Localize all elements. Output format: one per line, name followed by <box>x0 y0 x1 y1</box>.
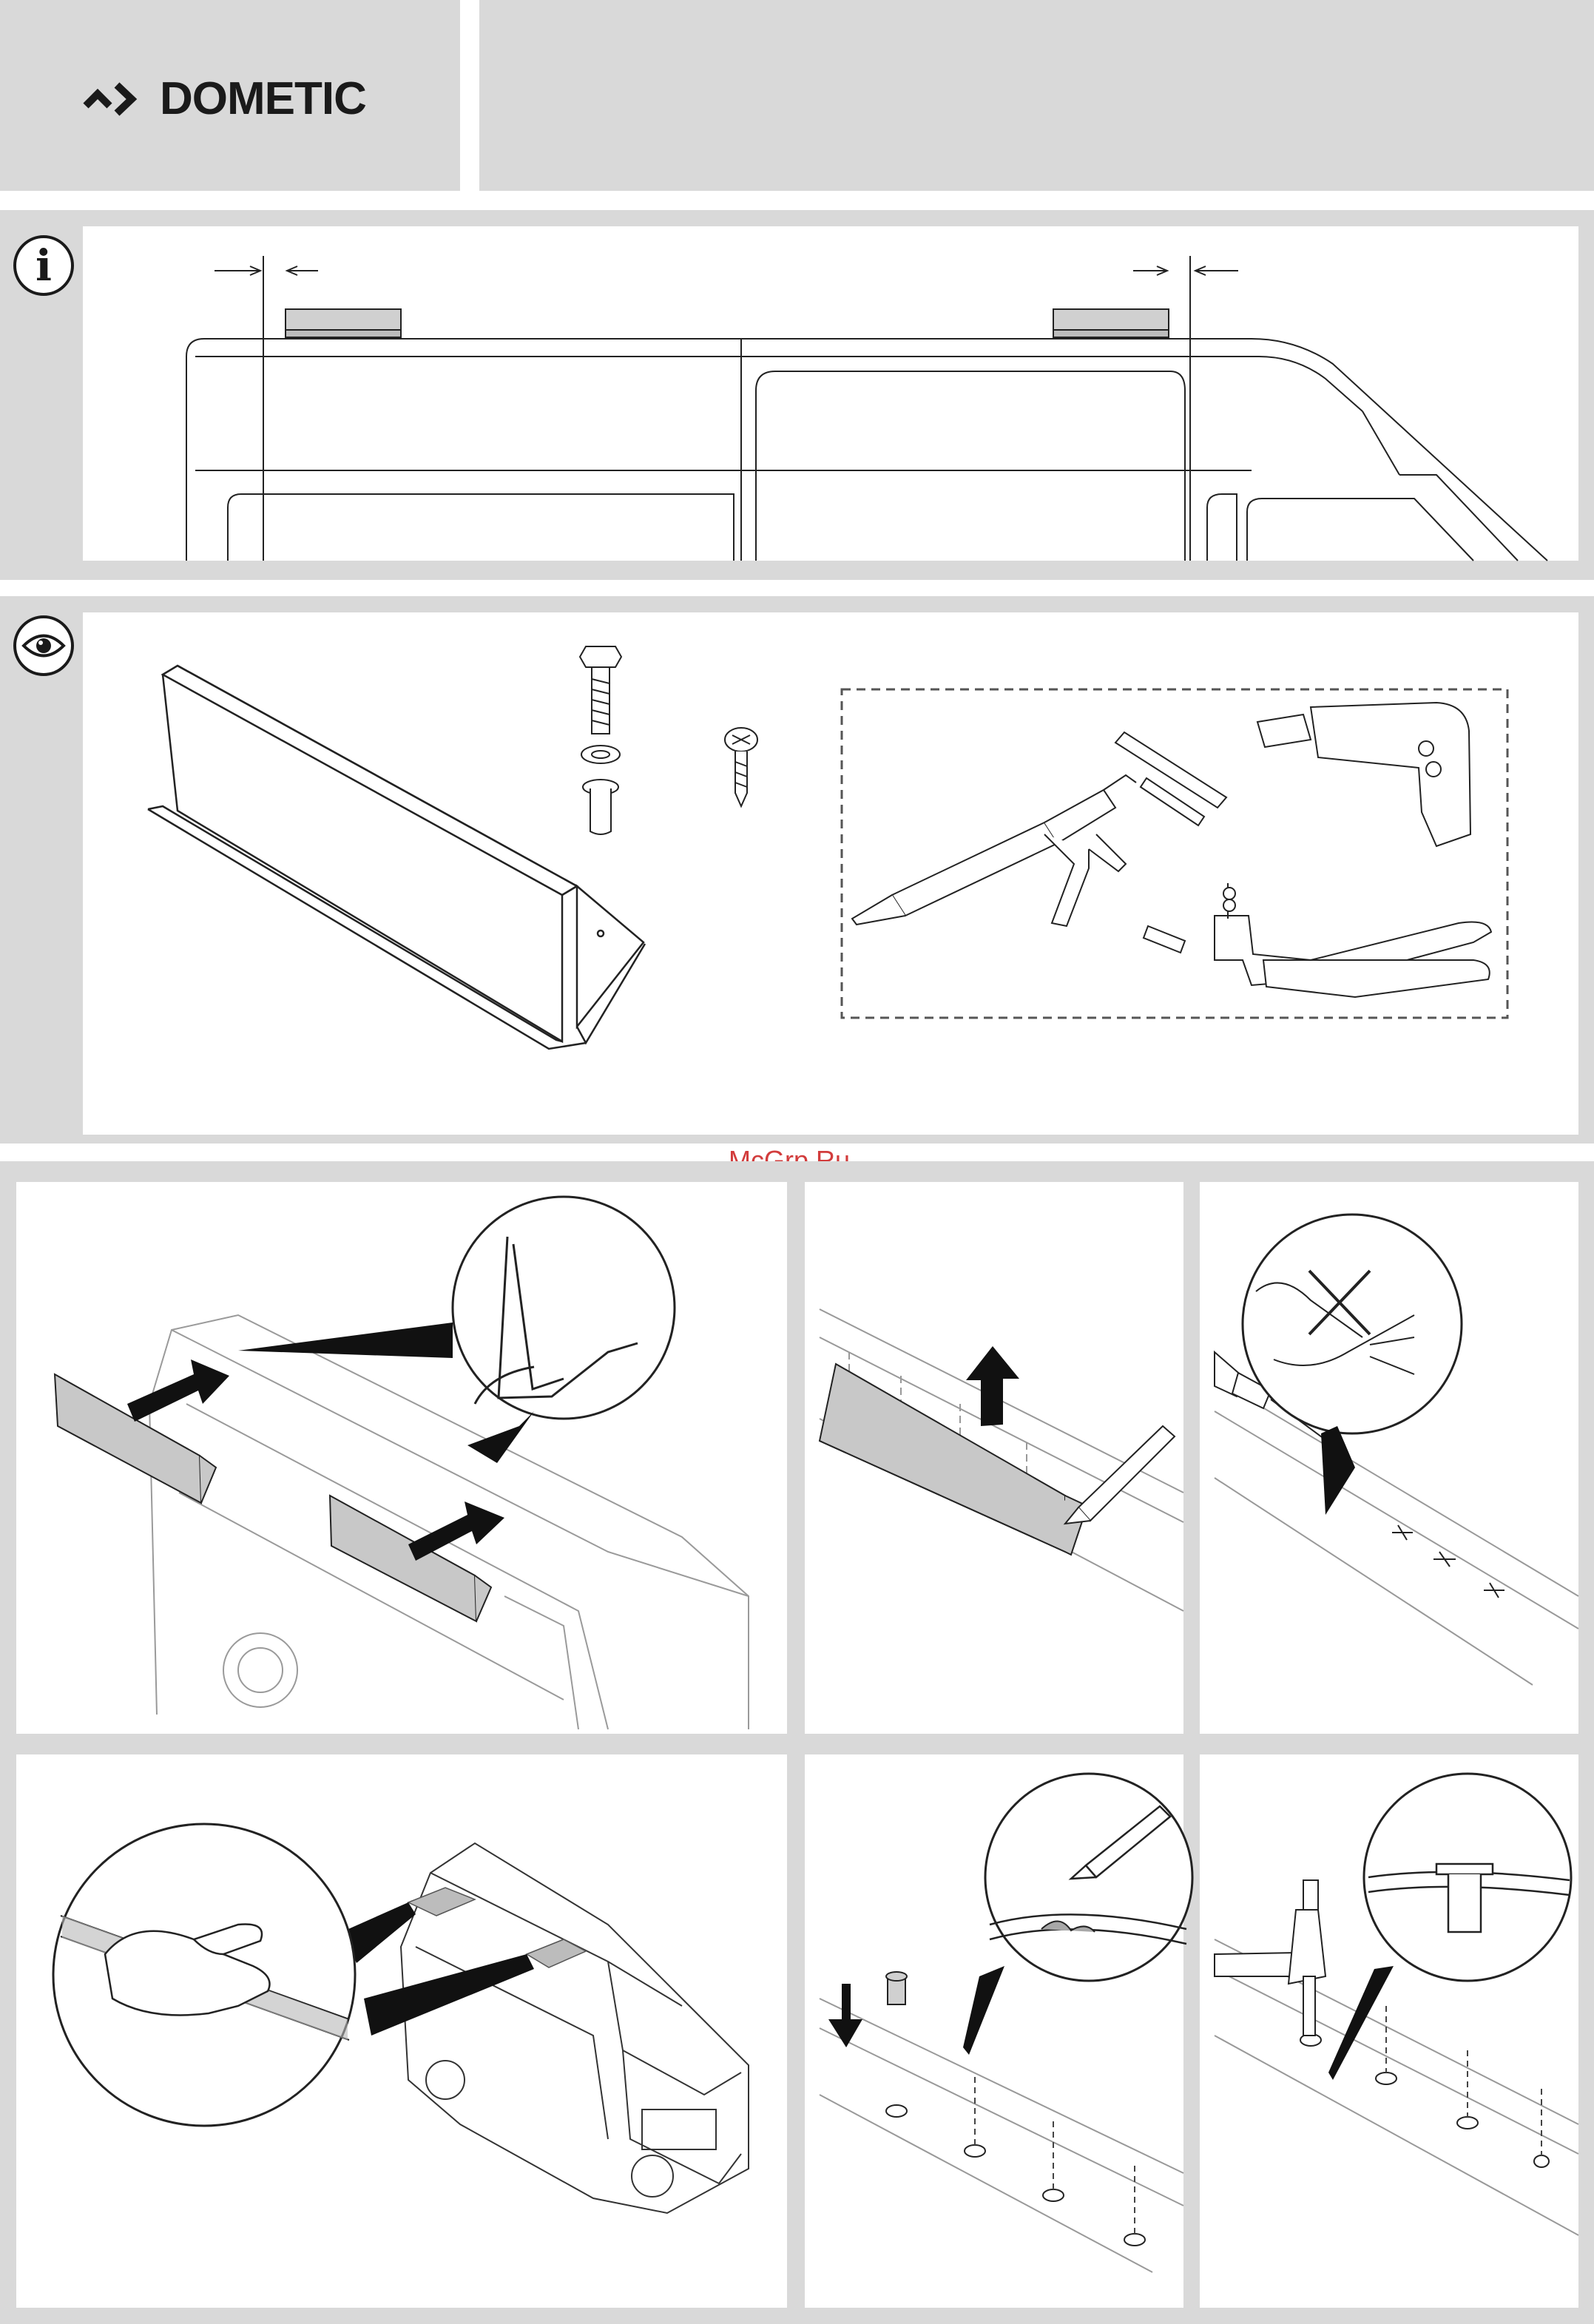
screw-part <box>725 728 757 806</box>
step-seal-holes-illustration <box>805 1754 1183 2308</box>
step-mark-holes-illustration <box>805 1182 1183 1734</box>
step-rivet-nuts-illustration <box>1200 1754 1578 2308</box>
step-clean-roof-illustration <box>16 1754 787 2308</box>
info-icon: i <box>13 235 74 296</box>
info-symbol: i <box>36 244 52 287</box>
header-title-panel <box>479 0 1594 191</box>
dometic-chevron-logo <box>83 81 151 118</box>
brand-name: DOMETIC <box>160 72 366 125</box>
van-side-profile-diagram <box>83 226 1578 561</box>
parts-overview-diagram <box>83 612 1578 1135</box>
fairing-part <box>148 666 645 1049</box>
step-drill-holes-illustration <box>1200 1182 1578 1734</box>
eye-icon <box>13 615 74 676</box>
bolt-part <box>580 646 621 834</box>
step-position-fairings-illustration <box>16 1182 787 1734</box>
brand-logo: DOMETIC <box>83 72 366 125</box>
tools-illustration <box>852 703 1491 997</box>
